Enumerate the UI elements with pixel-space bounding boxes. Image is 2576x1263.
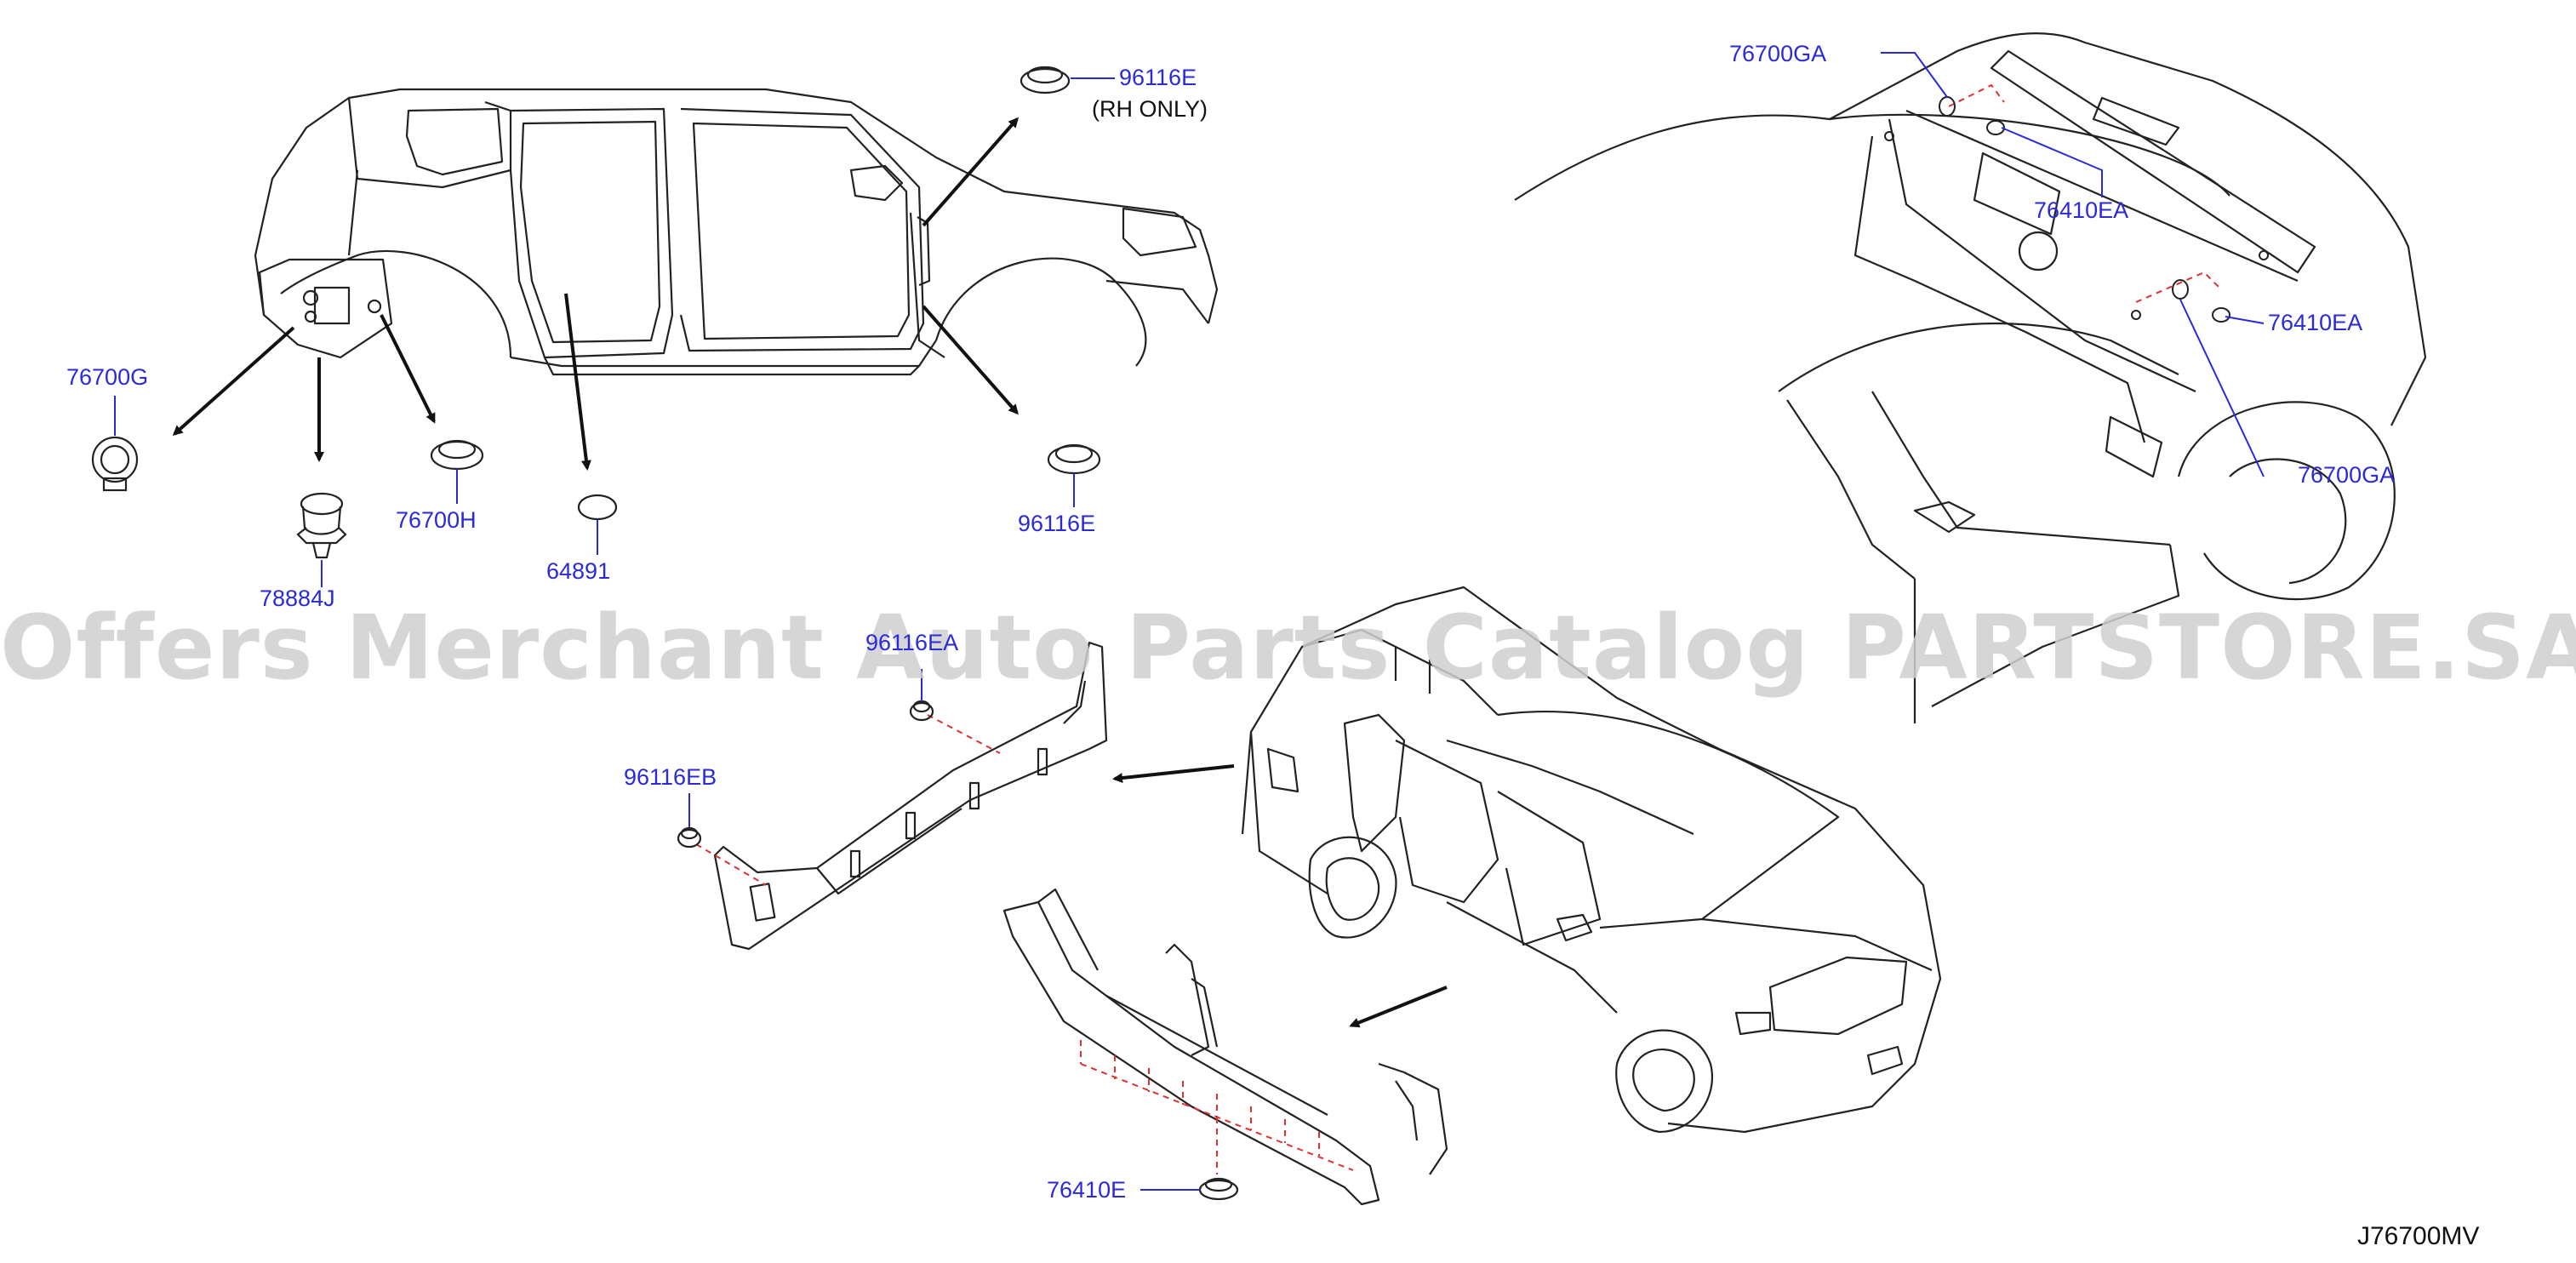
part-plug-64891 — [577, 494, 618, 521]
note-rh-only: (RH ONLY) — [1092, 96, 1208, 122]
part-label-64891[interactable]: 64891 — [546, 558, 611, 584]
part-plug-76700g — [91, 436, 139, 492]
watermark-text: Offers Merchant Auto Parts Catalog PARTS… — [0, 596, 2576, 700]
dashed-guides-upper-right — [1948, 83, 2222, 303]
dashed-guides-rocker-inner — [695, 714, 1001, 886]
dashed-guides-sill-outer — [1080, 1040, 1354, 1174]
part-grommet-76700h — [430, 439, 484, 471]
part-label-96116e-bottom[interactable]: 96116E — [1018, 511, 1096, 536]
vehicle-overview-drawing — [1241, 586, 1942, 1134]
part-label-76700ga-top[interactable]: 76700GA — [1729, 41, 1827, 66]
sill-outer-drawing — [1002, 888, 1448, 1206]
callout-arrows-left — [172, 117, 1019, 471]
callout-arrows-vehicle — [1112, 764, 1448, 1028]
part-label-76700g[interactable]: 76700G — [66, 364, 149, 390]
part-label-76700h[interactable]: 76700H — [396, 507, 477, 533]
part-grommet-96116e-top — [1020, 66, 1071, 94]
side-body-panel-drawing — [254, 88, 1219, 376]
leaders-upper-right — [1881, 52, 2265, 477]
rear-body-drawing — [1514, 31, 2427, 723]
part-label-78884j[interactable]: 78884J — [260, 586, 335, 611]
part-label-76410e[interactable]: 76410E — [1047, 1177, 1127, 1203]
part-label-96116ea[interactable]: 96116EA — [865, 630, 959, 655]
part-clip-78884j — [296, 492, 347, 559]
part-label-76410ea-right[interactable]: 76410EA — [2268, 310, 2363, 335]
rocker-inner-panel-drawing — [713, 641, 1108, 951]
part-label-96116e-top[interactable]: 96116E — [1119, 65, 1197, 90]
diagram-code: J76700MV — [2357, 1222, 2480, 1250]
fasteners-upper-right — [1884, 96, 2269, 323]
part-grommet-96116e-bottom — [1047, 443, 1101, 475]
part-label-96116eb[interactable]: 96116EB — [624, 764, 717, 790]
part-label-76700ga-right[interactable]: 76700GA — [2298, 462, 2396, 488]
part-label-76410ea-top[interactable]: 76410EA — [2034, 197, 2129, 223]
part-grommet-76410e — [1198, 1177, 1239, 1201]
